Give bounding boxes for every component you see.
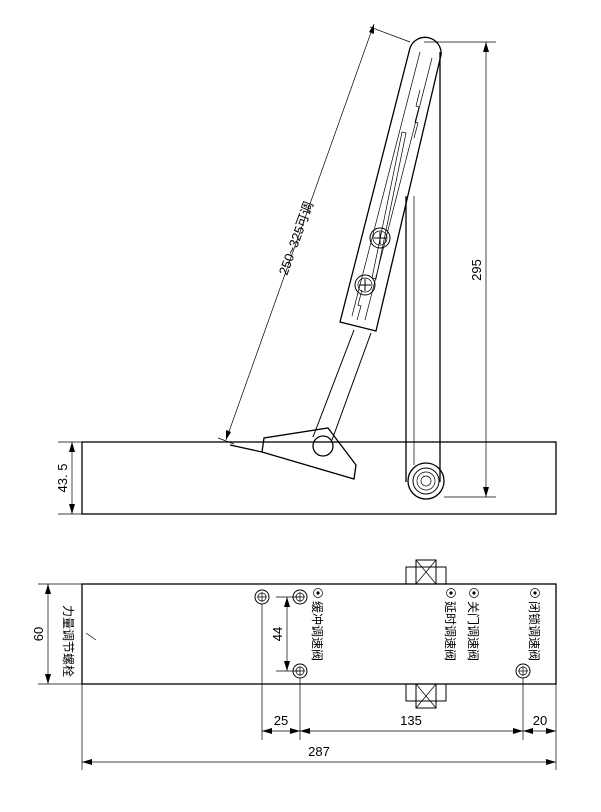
dim-row-offsets — [262, 728, 556, 734]
dim-body-height — [58, 441, 82, 515]
spindle-block-top — [405, 559, 447, 585]
arm-screw-lower — [354, 274, 376, 296]
arm-pivot — [312, 435, 334, 457]
dim-valve-spacing-vertical-label: 44 — [270, 627, 285, 641]
dim-offset-right-label: 20 — [533, 713, 547, 728]
valve-bottom-right — [515, 663, 531, 679]
dim-height-total-label: 295 — [469, 259, 484, 281]
top-view: 缓冲调速阀 延时调速阀 关门调速阀 闭锁调速阀 力量调节螺栓 60 44 — [31, 559, 557, 770]
dim-overall-length — [82, 759, 556, 765]
valve-top-left — [254, 589, 270, 605]
adjustable-arm — [339, 36, 442, 332]
dim-height-total — [424, 41, 496, 498]
dim-body-depth-label: 60 — [31, 627, 46, 641]
spindle-block-bottom — [405, 683, 447, 709]
dim-body-depth — [38, 583, 82, 685]
dim-overall-length-label: 287 — [308, 744, 330, 759]
dim-valve-spacing-vertical — [276, 596, 300, 672]
dim-valve-spacing-label: 135 — [400, 713, 422, 728]
dim-offset-left-label: 25 — [274, 713, 288, 728]
label-latch-valve: 闭锁调速阀 — [527, 601, 542, 661]
arm-bracket — [229, 427, 357, 480]
dim-body-height-label: 43. 5 — [55, 464, 70, 493]
spindle — [407, 462, 445, 500]
side-body — [81, 441, 557, 515]
arm-screw-upper — [369, 227, 391, 249]
label-buffer-valve: 缓冲调速阀 — [310, 601, 325, 661]
label-close-valve: 关门调速阀 — [466, 601, 481, 661]
side-view: 250~325可调 295 43. 5 — [55, 23, 557, 515]
dim-arm-length-label: 250~325可调 — [276, 200, 316, 277]
label-delay-valve: 延时调速阀 — [443, 601, 457, 661]
dim-arm-length — [217, 23, 411, 445]
main-arm — [405, 52, 441, 482]
label-force-screw: 力量调节螺栓 — [61, 605, 76, 677]
top-body — [81, 583, 557, 685]
